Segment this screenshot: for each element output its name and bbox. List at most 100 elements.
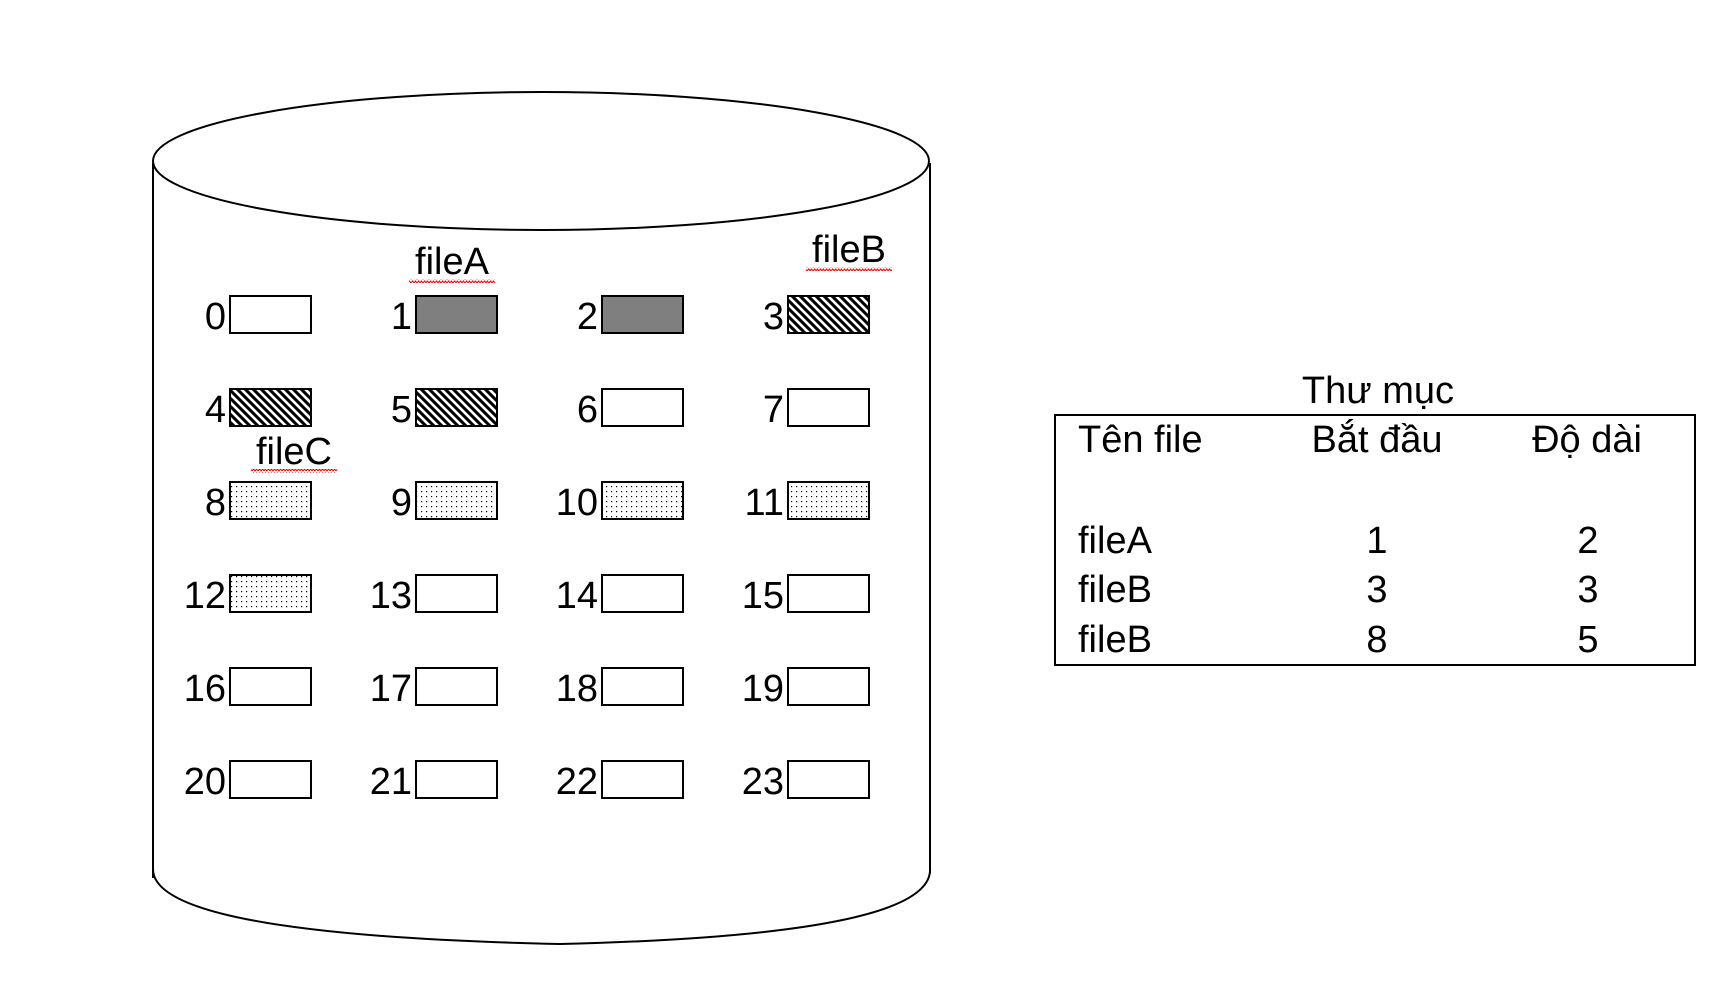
block-number: 7 bbox=[763, 389, 784, 431]
block-number: 4 bbox=[205, 389, 226, 431]
file-labels: fileA fileB fileC bbox=[251, 229, 892, 473]
block-number: 14 bbox=[556, 575, 598, 617]
block-number: 9 bbox=[391, 482, 412, 524]
disk-block: 7 bbox=[763, 388, 870, 431]
directory-cell: 5 bbox=[1577, 619, 1598, 661]
block-number: 2 bbox=[577, 296, 598, 338]
block-cell-empty bbox=[601, 574, 684, 613]
block-number: 12 bbox=[184, 575, 226, 617]
block-cell-fileC bbox=[229, 481, 312, 520]
disk-block: 10 bbox=[556, 481, 684, 524]
disk-block: 5 bbox=[391, 388, 498, 431]
disk-cylinder bbox=[151, 91, 932, 946]
disk-block: 1 bbox=[391, 295, 498, 338]
directory-cell: fileA bbox=[1078, 520, 1153, 562]
block-number: 1 bbox=[391, 296, 412, 338]
block-cell-empty bbox=[229, 667, 312, 706]
disk-block: 0 bbox=[205, 295, 312, 338]
block-number: 23 bbox=[742, 761, 784, 803]
block-cell-empty bbox=[787, 667, 870, 706]
cylinder-body bbox=[152, 163, 931, 878]
block-cell-fileA bbox=[415, 295, 498, 334]
block-cell-empty bbox=[601, 388, 684, 427]
block-number: 6 bbox=[577, 389, 598, 431]
block-cell-empty bbox=[787, 574, 870, 613]
disk-block: 14 bbox=[556, 574, 684, 617]
directory-table-border bbox=[1054, 414, 1696, 666]
block-cell-fileB bbox=[787, 295, 870, 334]
block-cell-empty bbox=[601, 760, 684, 799]
block-cell-empty bbox=[415, 760, 498, 799]
block-number: 21 bbox=[370, 761, 412, 803]
disk-block: 8 bbox=[205, 481, 312, 524]
block-number: 17 bbox=[370, 668, 412, 710]
block-cell-empty bbox=[787, 388, 870, 427]
header-filename: Tên file bbox=[1078, 419, 1203, 461]
block-cell-empty bbox=[415, 667, 498, 706]
disk-block: 20 bbox=[184, 760, 312, 803]
file-label-text: fileB bbox=[812, 229, 886, 271]
file-label: fileA bbox=[409, 241, 495, 283]
block-cell-fileC bbox=[601, 481, 684, 520]
header-start: Bắt đầu bbox=[1312, 418, 1443, 461]
block-cell-fileC bbox=[229, 574, 312, 613]
block-cell-empty bbox=[787, 760, 870, 799]
directory-cell: fileB bbox=[1078, 619, 1152, 661]
block-cell-fileA bbox=[601, 295, 684, 334]
disk-block: 9 bbox=[391, 481, 498, 524]
block-cell-fileB bbox=[229, 388, 312, 427]
cylinder-bottom-edge bbox=[151, 867, 932, 946]
block-cell-fileC bbox=[787, 481, 870, 520]
block-number: 19 bbox=[742, 668, 784, 710]
block-cell-fileB bbox=[415, 388, 498, 427]
spellcheck-underline bbox=[806, 267, 892, 271]
block-number: 20 bbox=[184, 761, 226, 803]
directory-cell: 1 bbox=[1366, 520, 1387, 562]
block-cell-fileC bbox=[415, 481, 498, 520]
directory-cell: 3 bbox=[1577, 569, 1598, 611]
disk-block: 2 bbox=[577, 295, 684, 338]
block-number: 8 bbox=[205, 482, 226, 524]
disk-block: 18 bbox=[556, 667, 684, 710]
disk-block: 12 bbox=[184, 574, 312, 617]
block-number: 15 bbox=[742, 575, 784, 617]
disk-block: 4 bbox=[205, 388, 312, 431]
disk-block: 21 bbox=[370, 760, 498, 803]
disk-block: 6 bbox=[577, 388, 684, 431]
disk-block: 19 bbox=[742, 667, 870, 710]
directory-cell: 3 bbox=[1366, 569, 1387, 611]
file-label: fileB bbox=[806, 229, 892, 271]
directory-cell: fileB bbox=[1078, 569, 1152, 611]
disk-block: 23 bbox=[742, 760, 870, 803]
directory-row: fileA 1 2 bbox=[1078, 520, 1599, 562]
directory-title: Thư mục bbox=[1302, 370, 1454, 412]
directory-cell: 2 bbox=[1577, 520, 1598, 562]
block-number: 16 bbox=[184, 668, 226, 710]
block-number: 11 bbox=[745, 482, 784, 524]
block-number: 22 bbox=[556, 761, 598, 803]
directory-row: fileB 8 5 bbox=[1078, 619, 1599, 661]
block-number: 3 bbox=[763, 296, 784, 338]
block-number: 13 bbox=[370, 575, 412, 617]
block-number: 5 bbox=[391, 389, 412, 431]
file-label-text: fileC bbox=[256, 431, 332, 473]
file-label: fileC bbox=[251, 431, 337, 473]
directory-row: fileB 3 3 bbox=[1078, 569, 1599, 611]
disk-block: 22 bbox=[556, 760, 684, 803]
disk-block: 15 bbox=[742, 574, 870, 617]
disk-block: 16 bbox=[184, 667, 312, 710]
block-cell-empty bbox=[229, 295, 312, 334]
file-label-text: fileA bbox=[415, 241, 490, 283]
spellcheck-underline bbox=[409, 279, 495, 283]
directory-cell: 8 bbox=[1366, 619, 1387, 661]
cylinder-top bbox=[152, 91, 930, 231]
disk-block: 13 bbox=[370, 574, 498, 617]
disk-block: 3 bbox=[763, 295, 870, 338]
block-number: 0 bbox=[205, 296, 226, 338]
block-number: 10 bbox=[556, 482, 598, 524]
disk-block: 17 bbox=[370, 667, 498, 710]
block-cell-empty bbox=[415, 574, 498, 613]
